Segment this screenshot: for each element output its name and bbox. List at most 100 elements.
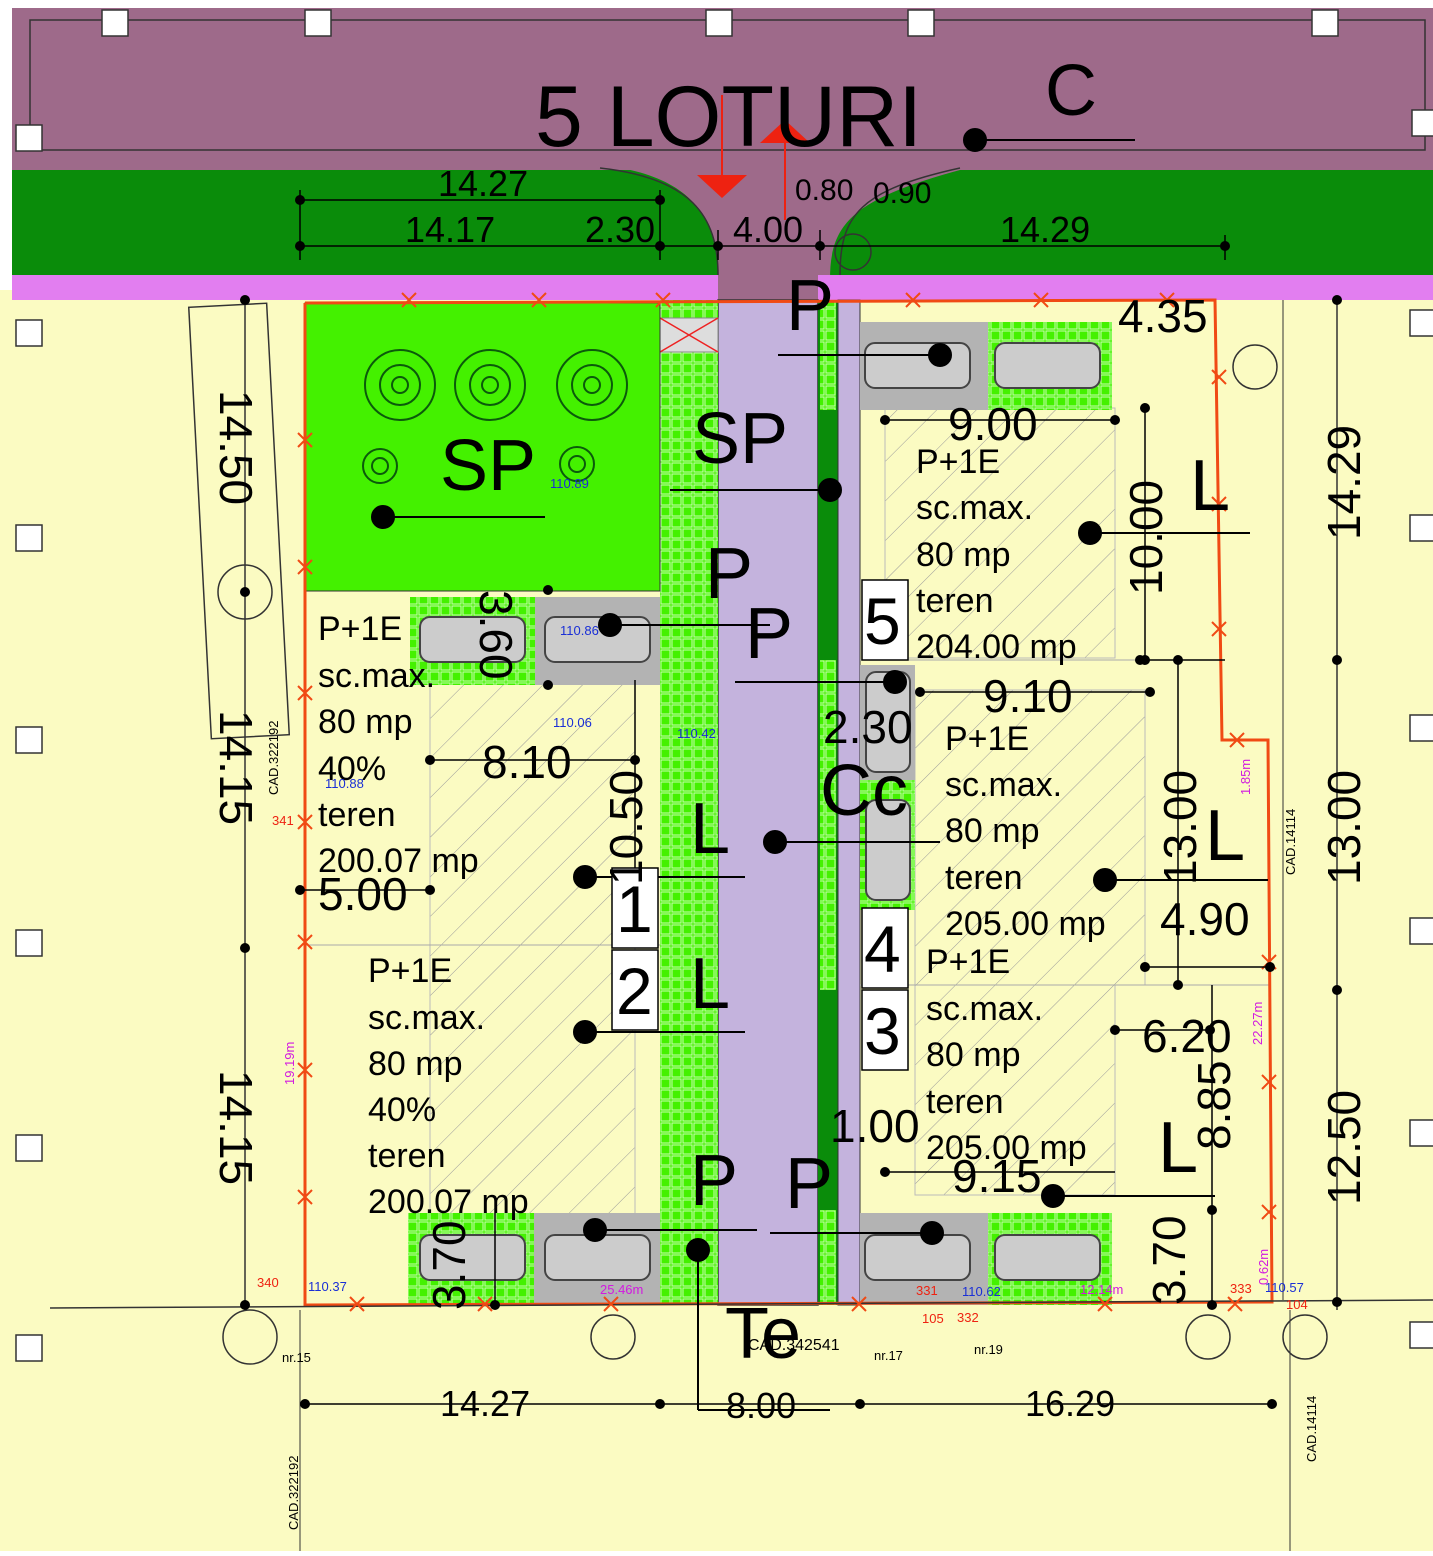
lot-number-5: 5 — [864, 584, 901, 658]
svg-text:14.17: 14.17 — [405, 209, 495, 250]
lot-4-info: P+1E sc.max. 80 mp teren 205.00 mp — [945, 720, 1106, 943]
svg-text:40%: 40% — [368, 1091, 436, 1129]
svg-text:16.29: 16.29 — [1025, 1383, 1115, 1424]
lot-number-boxes — [611, 579, 909, 1071]
svg-text:sc.max.: sc.max. — [318, 657, 435, 695]
svg-text:4.35: 4.35 — [1118, 290, 1208, 342]
svg-text:19.19m: 19.19m — [282, 1042, 297, 1085]
dimension-labels: 14.27 14.17 2.30 4.00 0.80 0.90 14.29 8.… — [318, 163, 1250, 1426]
tree-icon — [362, 349, 628, 484]
zone-p-entry: P — [786, 266, 834, 346]
svg-text:110.37: 110.37 — [308, 1279, 347, 1294]
svg-text:9.00: 9.00 — [948, 398, 1038, 450]
svg-text:10.00: 10.00 — [1120, 480, 1172, 595]
svg-text:nr.17: nr.17 — [874, 1348, 903, 1363]
pole-icon — [187, 233, 1328, 1365]
svg-text:nr.15: nr.15 — [282, 1350, 311, 1365]
svg-text:P+1E: P+1E — [916, 443, 1000, 481]
zone-sp-green: SP — [440, 426, 536, 506]
dimension-lines — [299, 190, 1272, 1405]
svg-text:P+1E: P+1E — [318, 610, 402, 648]
svg-text:14.50: 14.50 — [210, 390, 262, 505]
svg-text:10.50: 10.50 — [600, 770, 652, 885]
lot-number-2: 2 — [616, 954, 653, 1028]
svg-text:14.15: 14.15 — [210, 1070, 262, 1185]
svg-text:12.50: 12.50 — [1318, 1090, 1370, 1205]
svg-text:22.27m: 22.27m — [1250, 1002, 1265, 1045]
svg-text:nr.19: nr.19 — [974, 1342, 1003, 1357]
svg-text:4.00: 4.00 — [733, 209, 803, 250]
svg-text:sc.max.: sc.max. — [368, 999, 485, 1037]
elevation-labels: 110.89 110.86 110.06 110.42 110.88 110.3… — [308, 476, 1304, 1299]
zone-l-lot3: L — [1158, 1108, 1198, 1188]
svg-text:2.30: 2.30 — [823, 701, 913, 753]
svg-text:teren: teren — [926, 1083, 1004, 1121]
svg-text:teren: teren — [318, 796, 396, 834]
svg-text:204.00 mp: 204.00 mp — [916, 628, 1077, 666]
svg-text:9.10: 9.10 — [983, 670, 1073, 722]
svg-text:105: 105 — [922, 1311, 944, 1326]
lot-number-4: 4 — [864, 912, 901, 986]
zone-l-lot4: L — [1205, 796, 1245, 876]
svg-text:200.07 mp: 200.07 mp — [368, 1183, 529, 1221]
lot-1-2-buildable — [429, 679, 636, 1241]
svg-text:8.85: 8.85 — [1188, 1060, 1240, 1150]
svg-text:110.88: 110.88 — [325, 776, 364, 791]
svg-text:teren: teren — [945, 859, 1023, 897]
svg-text:110.42: 110.42 — [677, 726, 716, 741]
svg-text:9.15: 9.15 — [952, 1150, 1042, 1202]
svg-text:80 mp: 80 mp — [368, 1045, 463, 1083]
plot-boundary — [303, 298, 1274, 1307]
svg-text:0.80: 0.80 — [795, 174, 853, 207]
vertical-dimension-labels: 14.50 14.15 14.15 3.60 10.50 3.70 10.00 … — [210, 390, 1370, 1310]
measure-labels: 19.19m 25.46m 12.14m 22.27m 1.85m 0.62m — [282, 759, 1271, 1297]
svg-text:40%: 40% — [318, 750, 386, 788]
svg-text:200.07 mp: 200.07 mp — [318, 842, 479, 880]
svg-text:110.06: 110.06 — [553, 715, 592, 730]
svg-text:205.00 mp: 205.00 mp — [945, 905, 1106, 943]
boundary-markers — [297, 292, 1277, 1312]
svg-text:110.62: 110.62 — [962, 1284, 1001, 1299]
svg-text:13.00: 13.00 — [1154, 770, 1206, 885]
svg-text:3.70: 3.70 — [423, 1220, 475, 1310]
zone-cc-label: Cc — [820, 751, 908, 831]
svg-text:1.00: 1.00 — [830, 1100, 920, 1152]
svg-text:104: 104 — [1286, 1297, 1308, 1312]
svg-text:P+1E: P+1E — [926, 943, 1010, 981]
svg-text:2.30: 2.30 — [585, 209, 655, 250]
svg-text:3.70: 3.70 — [1143, 1215, 1195, 1305]
svg-text:6.20: 6.20 — [1142, 1010, 1232, 1062]
svg-text:CAD.322192: CAD.322192 — [286, 1456, 301, 1530]
zone-p-road-1: P — [705, 534, 753, 614]
svg-text:80 mp: 80 mp — [945, 812, 1040, 850]
leader-lines — [371, 128, 1268, 1411]
svg-text:5.00: 5.00 — [318, 868, 408, 920]
svg-text:331: 331 — [916, 1283, 938, 1298]
zone-te-label: Te — [725, 1294, 801, 1374]
svg-text:CAD.14114: CAD.14114 — [1304, 1396, 1319, 1462]
svg-text:14.29: 14.29 — [1318, 425, 1370, 540]
svg-text:25.46m: 25.46m — [600, 1282, 643, 1297]
svg-text:80 mp: 80 mp — [916, 536, 1011, 574]
svg-text:4.90: 4.90 — [1160, 893, 1250, 945]
svg-text:14.29: 14.29 — [1000, 209, 1090, 250]
svg-text:teren: teren — [916, 582, 994, 620]
zone-sp-road: SP — [692, 399, 788, 479]
svg-text:P+1E: P+1E — [368, 952, 452, 990]
svg-text:teren: teren — [368, 1137, 446, 1175]
zone-p-bottom-right: P — [785, 1144, 833, 1224]
neighbor-markers — [15, 9, 1433, 1362]
svg-text:12.14m: 12.14m — [1080, 1282, 1123, 1297]
svg-text:CAD.14114: CAD.14114 — [1283, 809, 1298, 875]
svg-text:sc.max.: sc.max. — [926, 990, 1043, 1028]
zone-l-road-2: L — [690, 944, 730, 1024]
svg-text:110.89: 110.89 — [550, 476, 589, 491]
lot-number-1: 1 — [616, 872, 653, 946]
lot-3-info: P+1E sc.max. 80 mp teren 205.00 mp — [926, 943, 1087, 1167]
svg-text:sc.max.: sc.max. — [916, 489, 1033, 527]
traffic-arrow-icon — [697, 95, 810, 220]
zone-p-road-2: P — [745, 594, 793, 674]
svg-text:80 mp: 80 mp — [926, 1036, 1021, 1074]
